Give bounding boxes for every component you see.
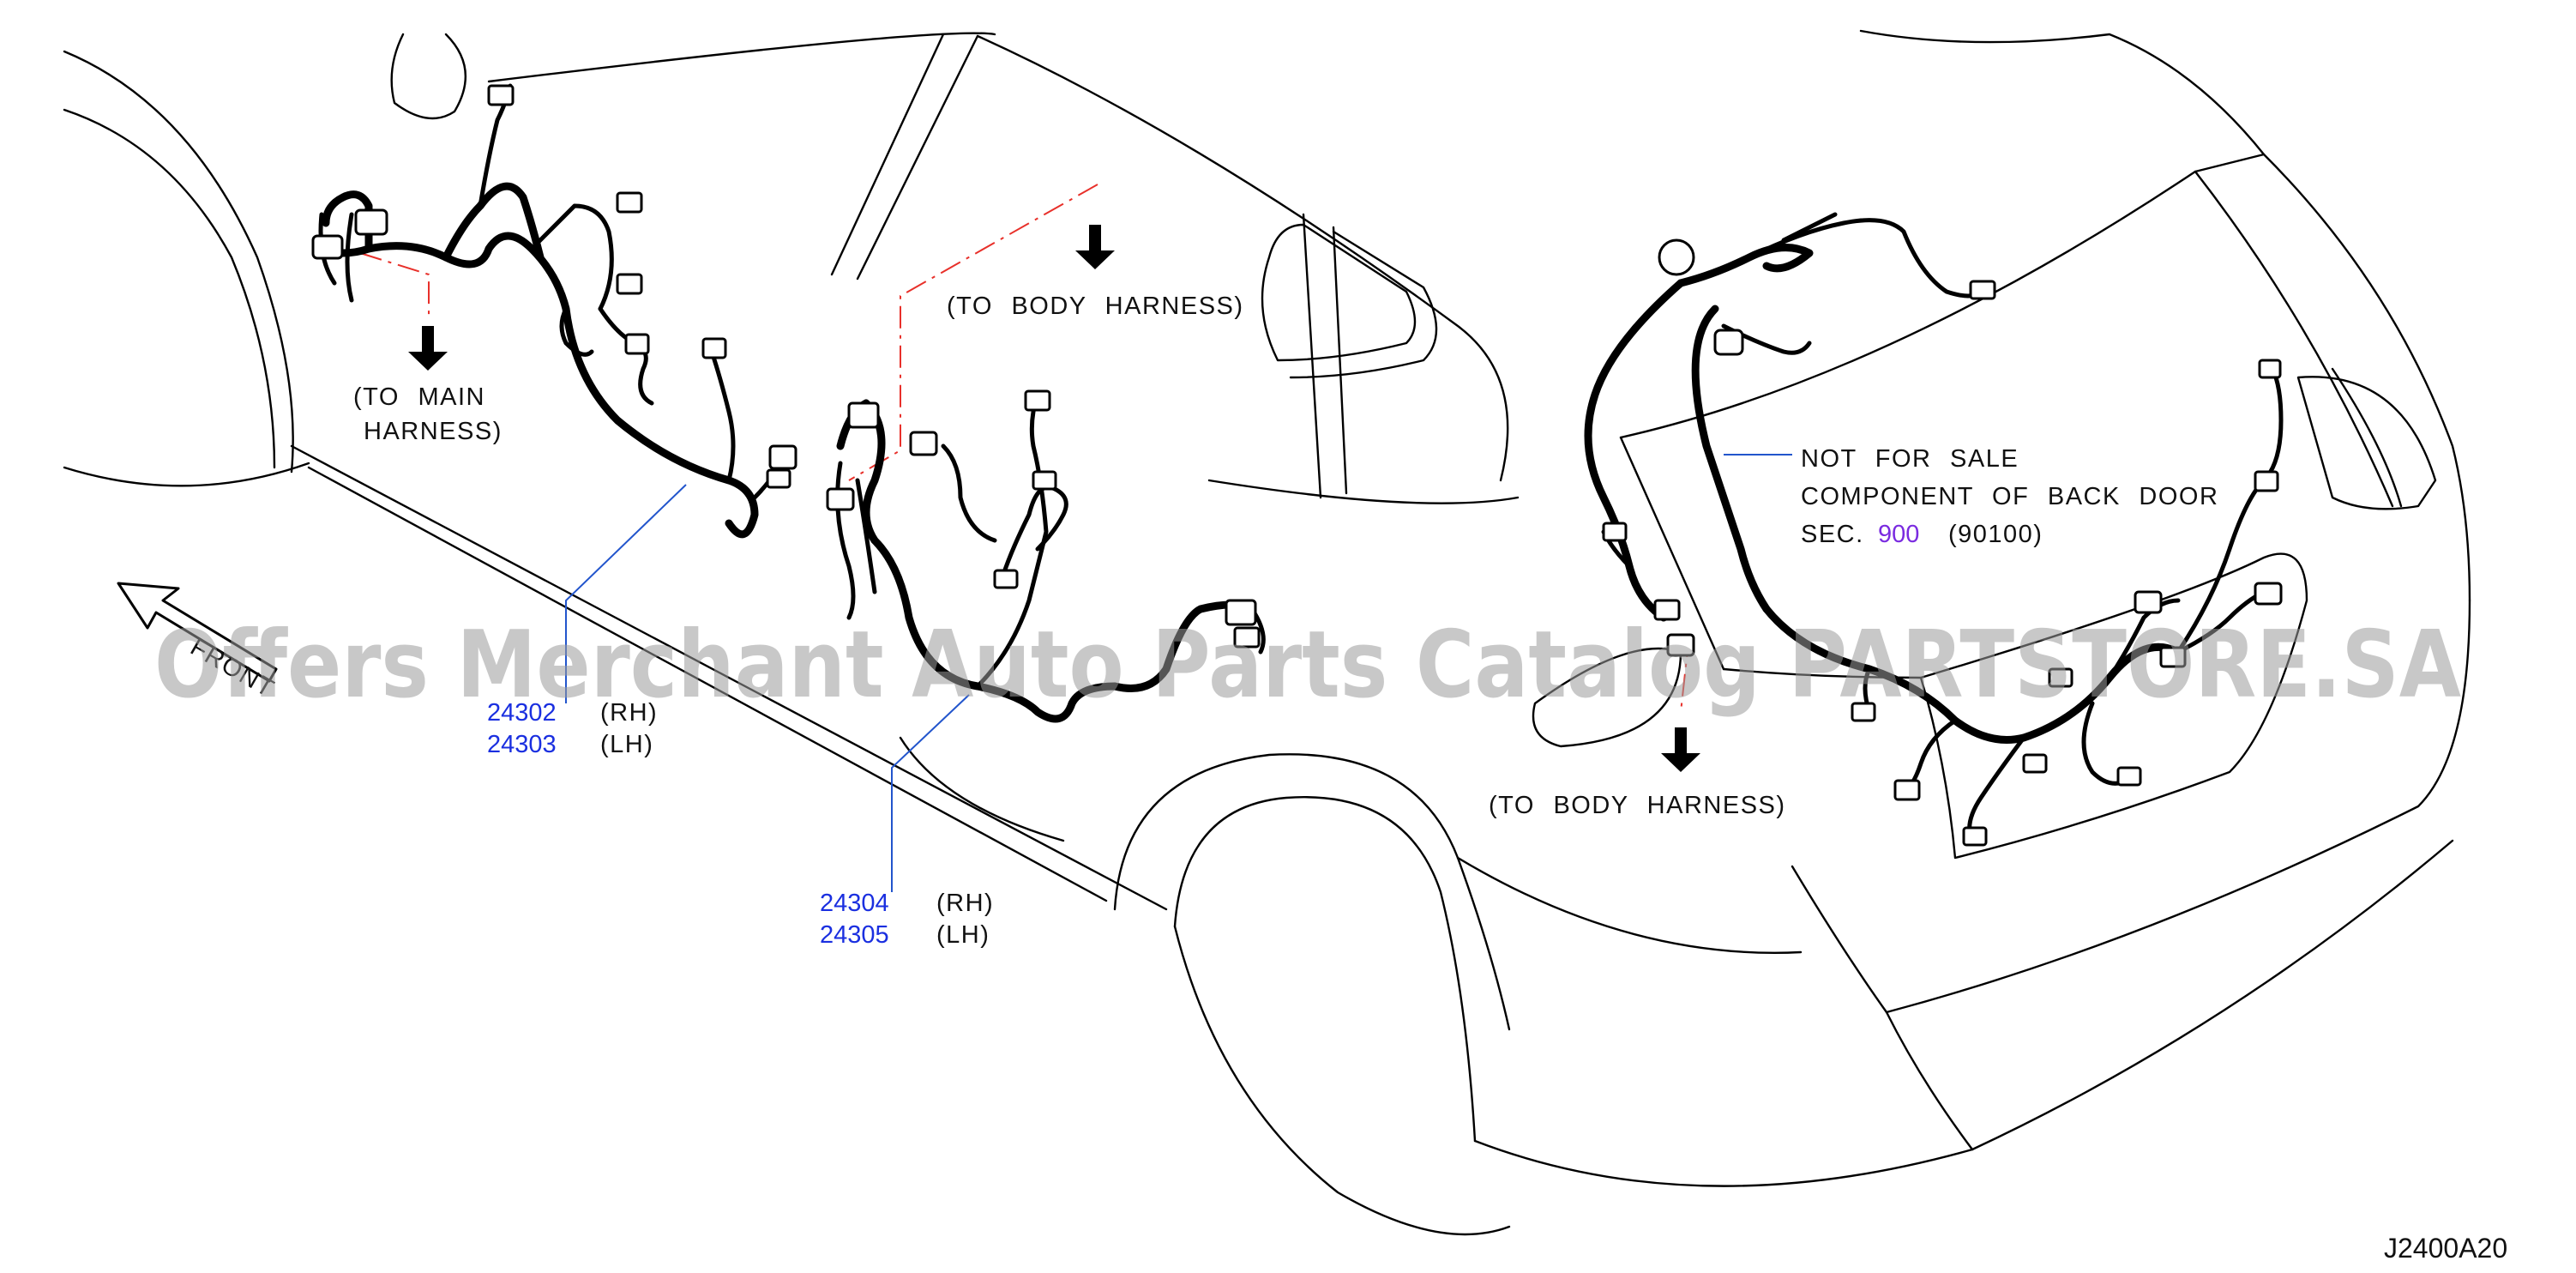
section-code: (90100) [1948, 521, 2043, 548]
back-door-component-label: COMPONENT OF BACK DOOR [1801, 483, 2218, 510]
back-door-harness [1584, 212, 2284, 847]
down-arrow-icon [408, 326, 448, 371]
section-number: 900 [1878, 521, 1919, 548]
to-body-harness-label: (TO BODY HARNESS) [947, 293, 1244, 320]
section-prefix: SEC. [1801, 521, 1864, 548]
part-side: (LH) [936, 921, 990, 949]
down-arrow-icon [1661, 727, 1700, 772]
part-number: 24302 [487, 699, 557, 727]
to-body-harness-label: (TO BODY HARNESS) [1489, 792, 1786, 819]
part-number: 24303 [487, 731, 557, 758]
part-side: (RH) [600, 699, 658, 727]
down-arrow-icon [1075, 225, 1115, 269]
part-number: 24304 [820, 890, 889, 917]
watermark-text: Offers Merchant Auto Parts Catalog PARTS… [154, 612, 2461, 719]
not-for-sale-label: NOT FOR SALE [1801, 445, 2019, 473]
to-main-harness-label: (TO MAIN [353, 383, 485, 411]
harness-24302-24303 [311, 83, 797, 539]
part-side: (RH) [936, 890, 994, 917]
leader-lines [565, 454, 1792, 892]
vehicle-body-outline [63, 29, 2471, 1236]
part-number: 24305 [820, 921, 889, 949]
to-main-harness-label: HARNESS) [364, 418, 503, 445]
part-side: (LH) [600, 731, 653, 758]
diagram-code: J2400A20 [2384, 1233, 2507, 1264]
harness-24304-24305 [826, 389, 1266, 723]
